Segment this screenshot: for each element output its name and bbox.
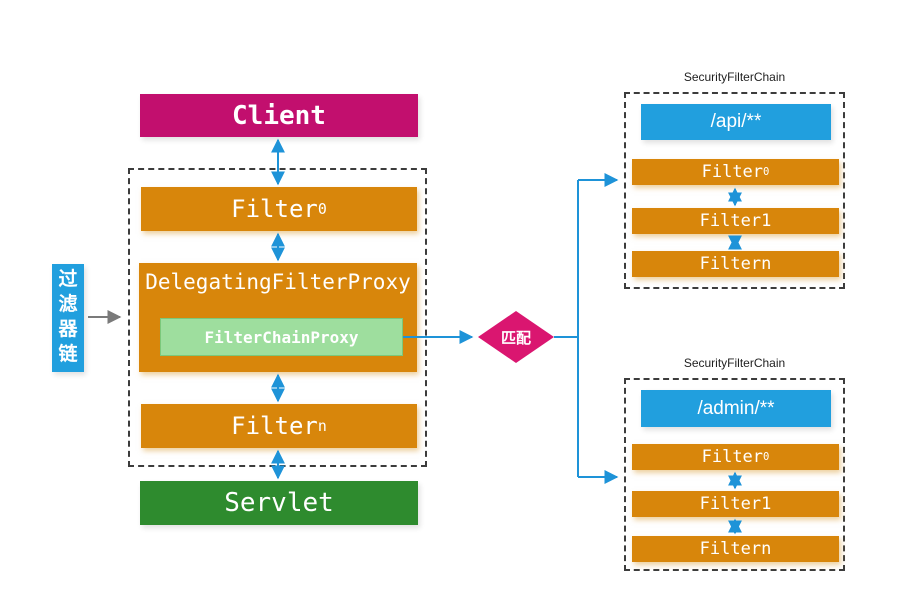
api-matcher-box: /api/** xyxy=(641,104,831,140)
security-filter-chain-admin-dashed-border xyxy=(624,378,845,571)
admin-filter1-box: Filter1 xyxy=(632,491,839,517)
filtern-label: Filter xyxy=(231,412,318,440)
delegating-filter-proxy-label: DelegatingFilterProxy xyxy=(145,270,411,294)
filter0-label: Filter xyxy=(231,195,318,223)
api-filter1-label: Filter1 xyxy=(699,211,772,231)
admin-filtern-label: Filtern xyxy=(699,539,772,559)
client-box: Client xyxy=(140,94,418,137)
admin-filter1-label: Filter1 xyxy=(699,494,772,514)
match-decision-diamond: 匹配 xyxy=(478,311,554,363)
api-filtern-box: Filtern xyxy=(632,251,839,277)
servlet-box: Servlet xyxy=(140,481,418,525)
security-filter-chain-title-admin: SecurityFilterChain xyxy=(683,356,786,370)
filter-chain-proxy-box: FilterChainProxy xyxy=(160,318,403,356)
filter-chain-vertical-label: 过滤器链 xyxy=(52,264,84,372)
security-filter-chain-title-api: SecurityFilterChain xyxy=(683,70,786,84)
admin-matcher-box: /admin/** xyxy=(641,390,831,427)
api-filter1-box: Filter1 xyxy=(632,208,839,234)
api-filtern-label: Filtern xyxy=(699,254,772,274)
api-filter0-label: Filter xyxy=(701,162,764,182)
admin-filter0-label: Filter xyxy=(701,447,764,467)
admin-filtern-box: Filtern xyxy=(632,536,839,562)
security-filter-chain-api-dashed-border xyxy=(624,92,845,289)
